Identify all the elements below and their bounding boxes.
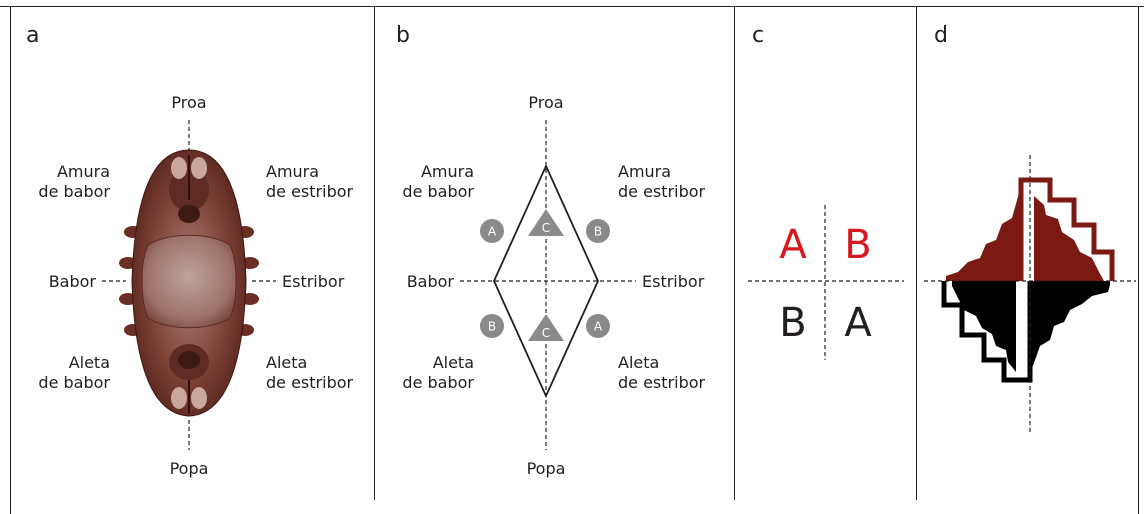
svg-text:C: C — [542, 221, 550, 235]
svg-text:B: B — [488, 320, 496, 334]
b-label-aleta-babor-2: de babor — [402, 373, 474, 392]
panel-c-letter: c — [752, 23, 764, 48]
a-label-proa: Proa — [171, 93, 206, 112]
panel-b: b A B C B A C Proa Popa Babor — [396, 23, 706, 478]
b-marker-upper-right: B — [586, 219, 610, 243]
b-label-amura-estribor-2: de estribor — [618, 182, 706, 201]
b-label-aleta-babor-1: Aleta — [433, 353, 474, 372]
a-label-estribor: Estribor — [282, 272, 345, 291]
a-label-babor: Babor — [49, 272, 97, 291]
b-label-amura-estribor-1: Amura — [618, 162, 671, 181]
svg-text:C: C — [542, 326, 550, 340]
d-motif-top — [946, 177, 1115, 281]
shell-object-image — [119, 149, 259, 417]
panel-c: c A B B A — [748, 23, 904, 360]
a-label-aleta-babor-1: Aleta — [69, 353, 110, 372]
d-motif-bottom — [941, 281, 1110, 383]
b-rhombus — [493, 163, 599, 399]
b-label-aleta-estribor-2: de estribor — [618, 373, 706, 392]
b-label-estribor: Estribor — [642, 272, 705, 291]
a-label-aleta-estribor-2: de estribor — [266, 373, 354, 392]
svg-text:A: A — [594, 320, 603, 334]
c-quadrant-bottom-right: A — [844, 300, 872, 346]
svg-text:A: A — [488, 225, 497, 239]
b-label-amura-babor-2: de babor — [402, 182, 474, 201]
a-label-aleta-estribor-1: Aleta — [266, 353, 307, 372]
a-label-amura-estribor-2: de estribor — [266, 182, 354, 201]
b-marker-upper-center: C — [528, 209, 564, 236]
panel-a: a Proa Popa — [26, 23, 354, 478]
c-quadrant-top-left: A — [779, 222, 807, 268]
b-label-babor: Babor — [407, 272, 455, 291]
panel-a-letter: a — [26, 23, 39, 48]
a-label-popa: Popa — [170, 459, 209, 478]
b-marker-lower-right: A — [586, 314, 610, 338]
b-marker-lower-left: B — [480, 314, 504, 338]
a-label-amura-estribor-1: Amura — [266, 162, 319, 181]
a-label-amura-babor-1: Amura — [57, 162, 110, 181]
b-label-proa: Proa — [528, 93, 563, 112]
a-label-aleta-babor-2: de babor — [38, 373, 110, 392]
panel-b-letter: b — [396, 23, 410, 48]
b-marker-upper-left: A — [480, 219, 504, 243]
b-label-popa: Popa — [527, 459, 566, 478]
b-label-amura-babor-1: Amura — [421, 162, 474, 181]
c-quadrant-bottom-left: B — [779, 300, 806, 346]
c-quadrant-top-right: B — [844, 222, 871, 268]
b-label-aleta-estribor-1: Aleta — [618, 353, 659, 372]
panel-d-letter: d — [934, 23, 948, 48]
svg-text:B: B — [594, 225, 602, 239]
panel-d: d — [924, 23, 1136, 435]
b-marker-lower-center: C — [528, 314, 564, 341]
a-label-amura-babor-2: de babor — [38, 182, 110, 201]
